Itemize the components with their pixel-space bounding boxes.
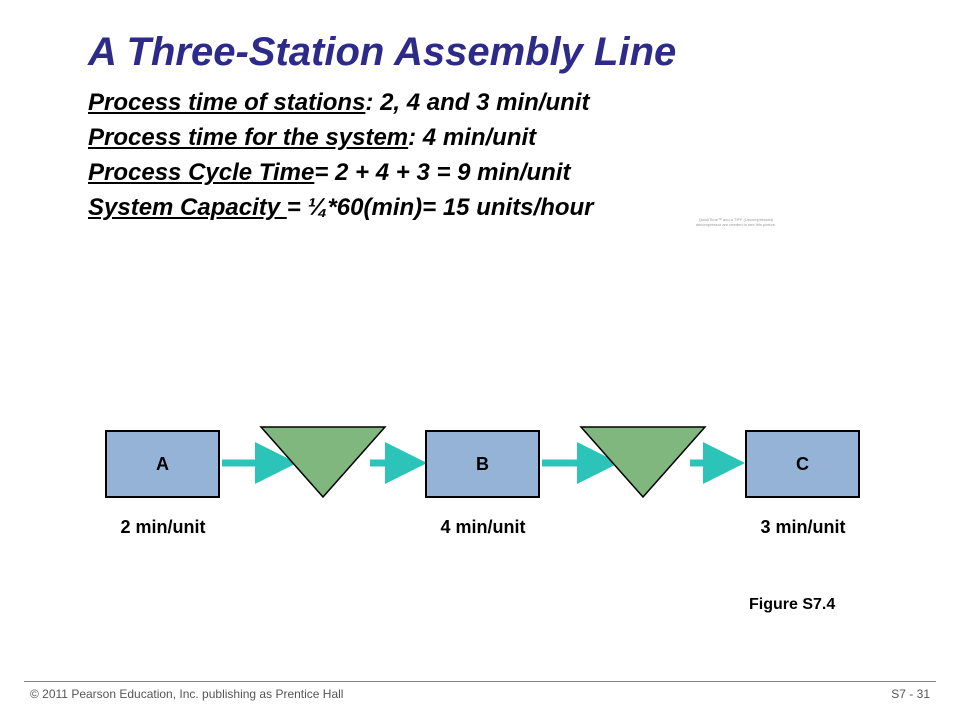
- summary-label-1: Process time of stations: [88, 89, 366, 116]
- summary-label-2: Process time for the system: [88, 124, 409, 151]
- quicktime-placeholder-note: QuickTime™ and a TIFF (Uncompressed) dec…: [695, 217, 777, 227]
- slide-title: A Three-Station Assembly Line: [88, 30, 677, 74]
- summary-line-2: Process time for the system: 4 min/unit: [88, 120, 594, 155]
- footer-page-number: S7 - 31: [891, 687, 930, 701]
- station-c-time: 3 min/unit: [760, 517, 846, 537]
- figure-caption: Figure S7.4: [749, 596, 836, 613]
- summary-line-1: Process time of stations: 2, 4 and 3 min…: [88, 85, 594, 120]
- summary-value-1: : 2, 4 and 3 min/unit: [365, 89, 590, 116]
- summary-value-4: = ¼*60(min)= 15 units/hour: [286, 194, 594, 221]
- footer-divider: [24, 681, 936, 682]
- summary-line-3: Process Cycle Time= 2 + 4 + 3 = 9 min/un…: [88, 155, 594, 190]
- summary-value-2: : 4 min/unit: [408, 124, 537, 151]
- summary-label-4: System Capacity: [88, 194, 287, 221]
- inventory-buffer-2-icon: [579, 426, 707, 499]
- station-a-time: 2 min/unit: [120, 517, 206, 537]
- station-a: A: [105, 430, 220, 498]
- process-summary: Process time of stations: 2, 4 and 3 min…: [88, 85, 594, 225]
- footer-copyright: © 2011 Pearson Education, Inc. publishin…: [30, 687, 344, 701]
- station-b-time: 4 min/unit: [440, 517, 526, 537]
- summary-line-4: System Capacity = ¼*60(min)= 15 units/ho…: [88, 190, 594, 225]
- summary-label-3: Process Cycle Time: [88, 159, 315, 186]
- summary-value-3: = 2 + 4 + 3 = 9 min/unit: [314, 159, 571, 186]
- station-b: B: [425, 430, 540, 498]
- station-c: C: [745, 430, 860, 498]
- inventory-buffer-1-icon: [259, 426, 387, 499]
